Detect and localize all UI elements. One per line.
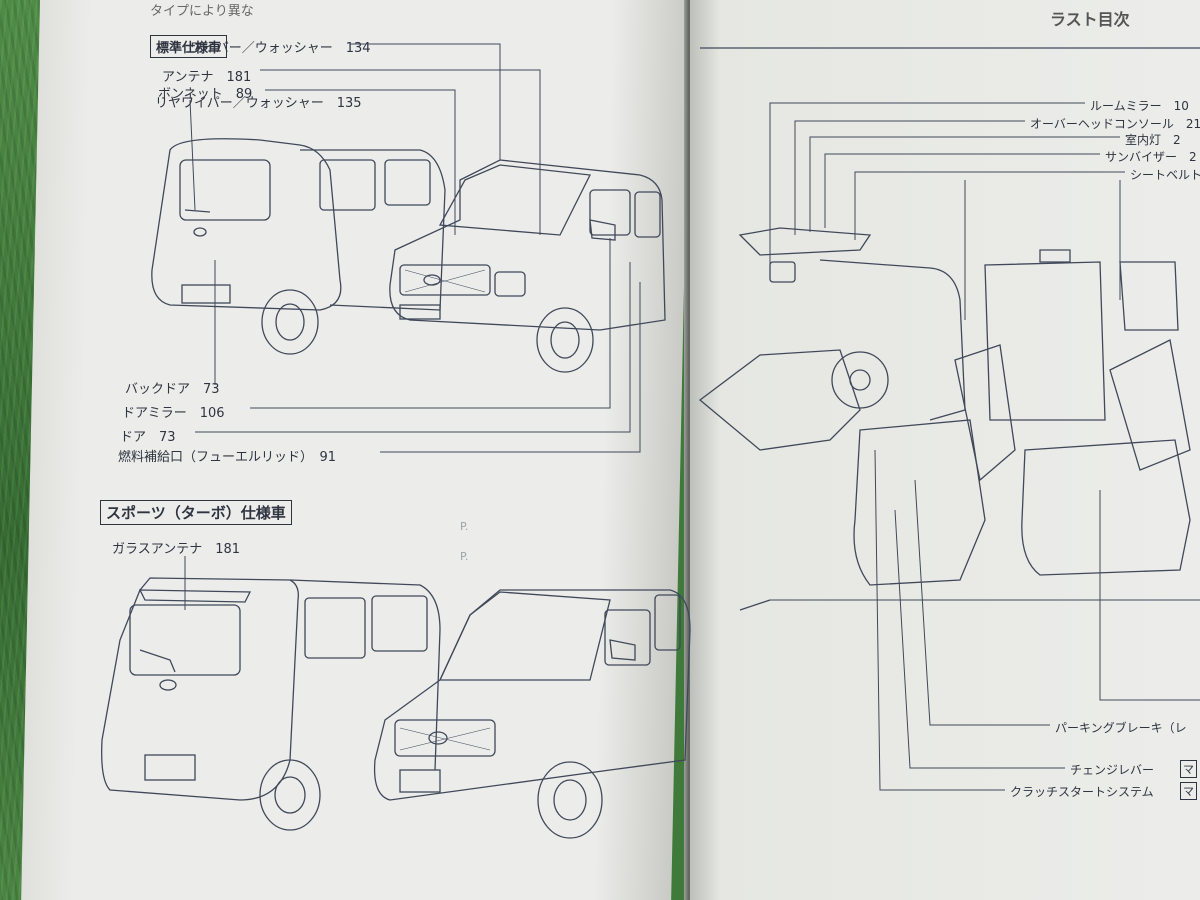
interior-illustration <box>698 227 1200 611</box>
clutch-start-tag: マ <box>1180 782 1197 800</box>
right-page-header: ラスト目次 <box>1050 10 1130 29</box>
book-spine <box>684 0 694 900</box>
right-page <box>690 0 1200 900</box>
sports-model-heading: スポーツ（ターボ）仕様車 <box>100 500 292 525</box>
label-clutch-start: クラッチスタートシステム <box>1010 785 1154 799</box>
standard-car-rear-illustration <box>151 138 446 355</box>
change-lever-tag: マ <box>1180 760 1197 778</box>
label-glass-antenna: ガラスアンテナ 181 <box>112 542 241 557</box>
standard-car-front-illustration <box>389 159 666 373</box>
label-seat-belt: シートベルト <box>1130 168 1200 182</box>
leader-lines-left <box>184 43 641 610</box>
svg-text:P.: P. <box>460 550 468 563</box>
label-sun-visor: サンバイザー 2 <box>1105 150 1197 164</box>
label-door: ドア 73 <box>120 430 176 445</box>
faint-ghost-text: P. P. <box>460 520 468 563</box>
label-overhead-console: オーバーヘッドコンソール 21 <box>1030 117 1200 131</box>
standard-model-heading: 標準仕様車 <box>150 35 228 58</box>
label-rear-wiper: リヤワイパー／ウォッシャー 135 <box>155 96 362 111</box>
label-change-lever: チェンジレバー <box>1070 763 1155 777</box>
label-wiper: ワイパー／ウォッシャー 134 <box>190 41 371 56</box>
label-bonnet: ボンネット 89 <box>158 87 253 102</box>
label-door-mirror: ドアミラー 106 <box>122 406 225 421</box>
sports-car-front-illustration <box>373 589 691 839</box>
page-top-text: タイプにより異な <box>150 4 254 19</box>
label-back-door: バックドア 73 <box>125 382 220 397</box>
label-room-lamp: 室内灯 2 <box>1125 133 1181 147</box>
svg-text:P.: P. <box>460 520 468 533</box>
sports-car-rear-illustration <box>101 577 441 831</box>
label-fuel-lid: 燃料補給口（フューエルリッド） 91 <box>118 450 337 465</box>
label-room-mirror: ルームミラー 10 <box>1090 99 1189 113</box>
label-antenna: アンテナ 181 <box>162 70 252 85</box>
label-parking-brake: パーキングブレーキ（レ <box>1055 721 1187 735</box>
leader-lines-right <box>769 102 1200 791</box>
